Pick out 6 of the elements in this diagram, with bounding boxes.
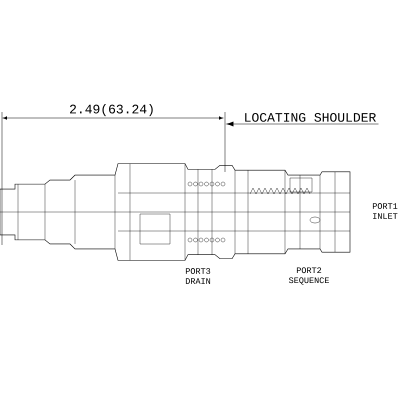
- dimension-text: 2.49(63.24): [70, 104, 153, 116]
- leader-line: [226, 122, 379, 126]
- callout-text: LOCATING SHOULDER: [245, 112, 376, 122]
- port-label: PORT1 INLET: [372, 203, 398, 219]
- port-label: PORT2 SEQUENCE: [288, 267, 329, 285]
- port-label: PORT3 DRAIN: [186, 268, 210, 284]
